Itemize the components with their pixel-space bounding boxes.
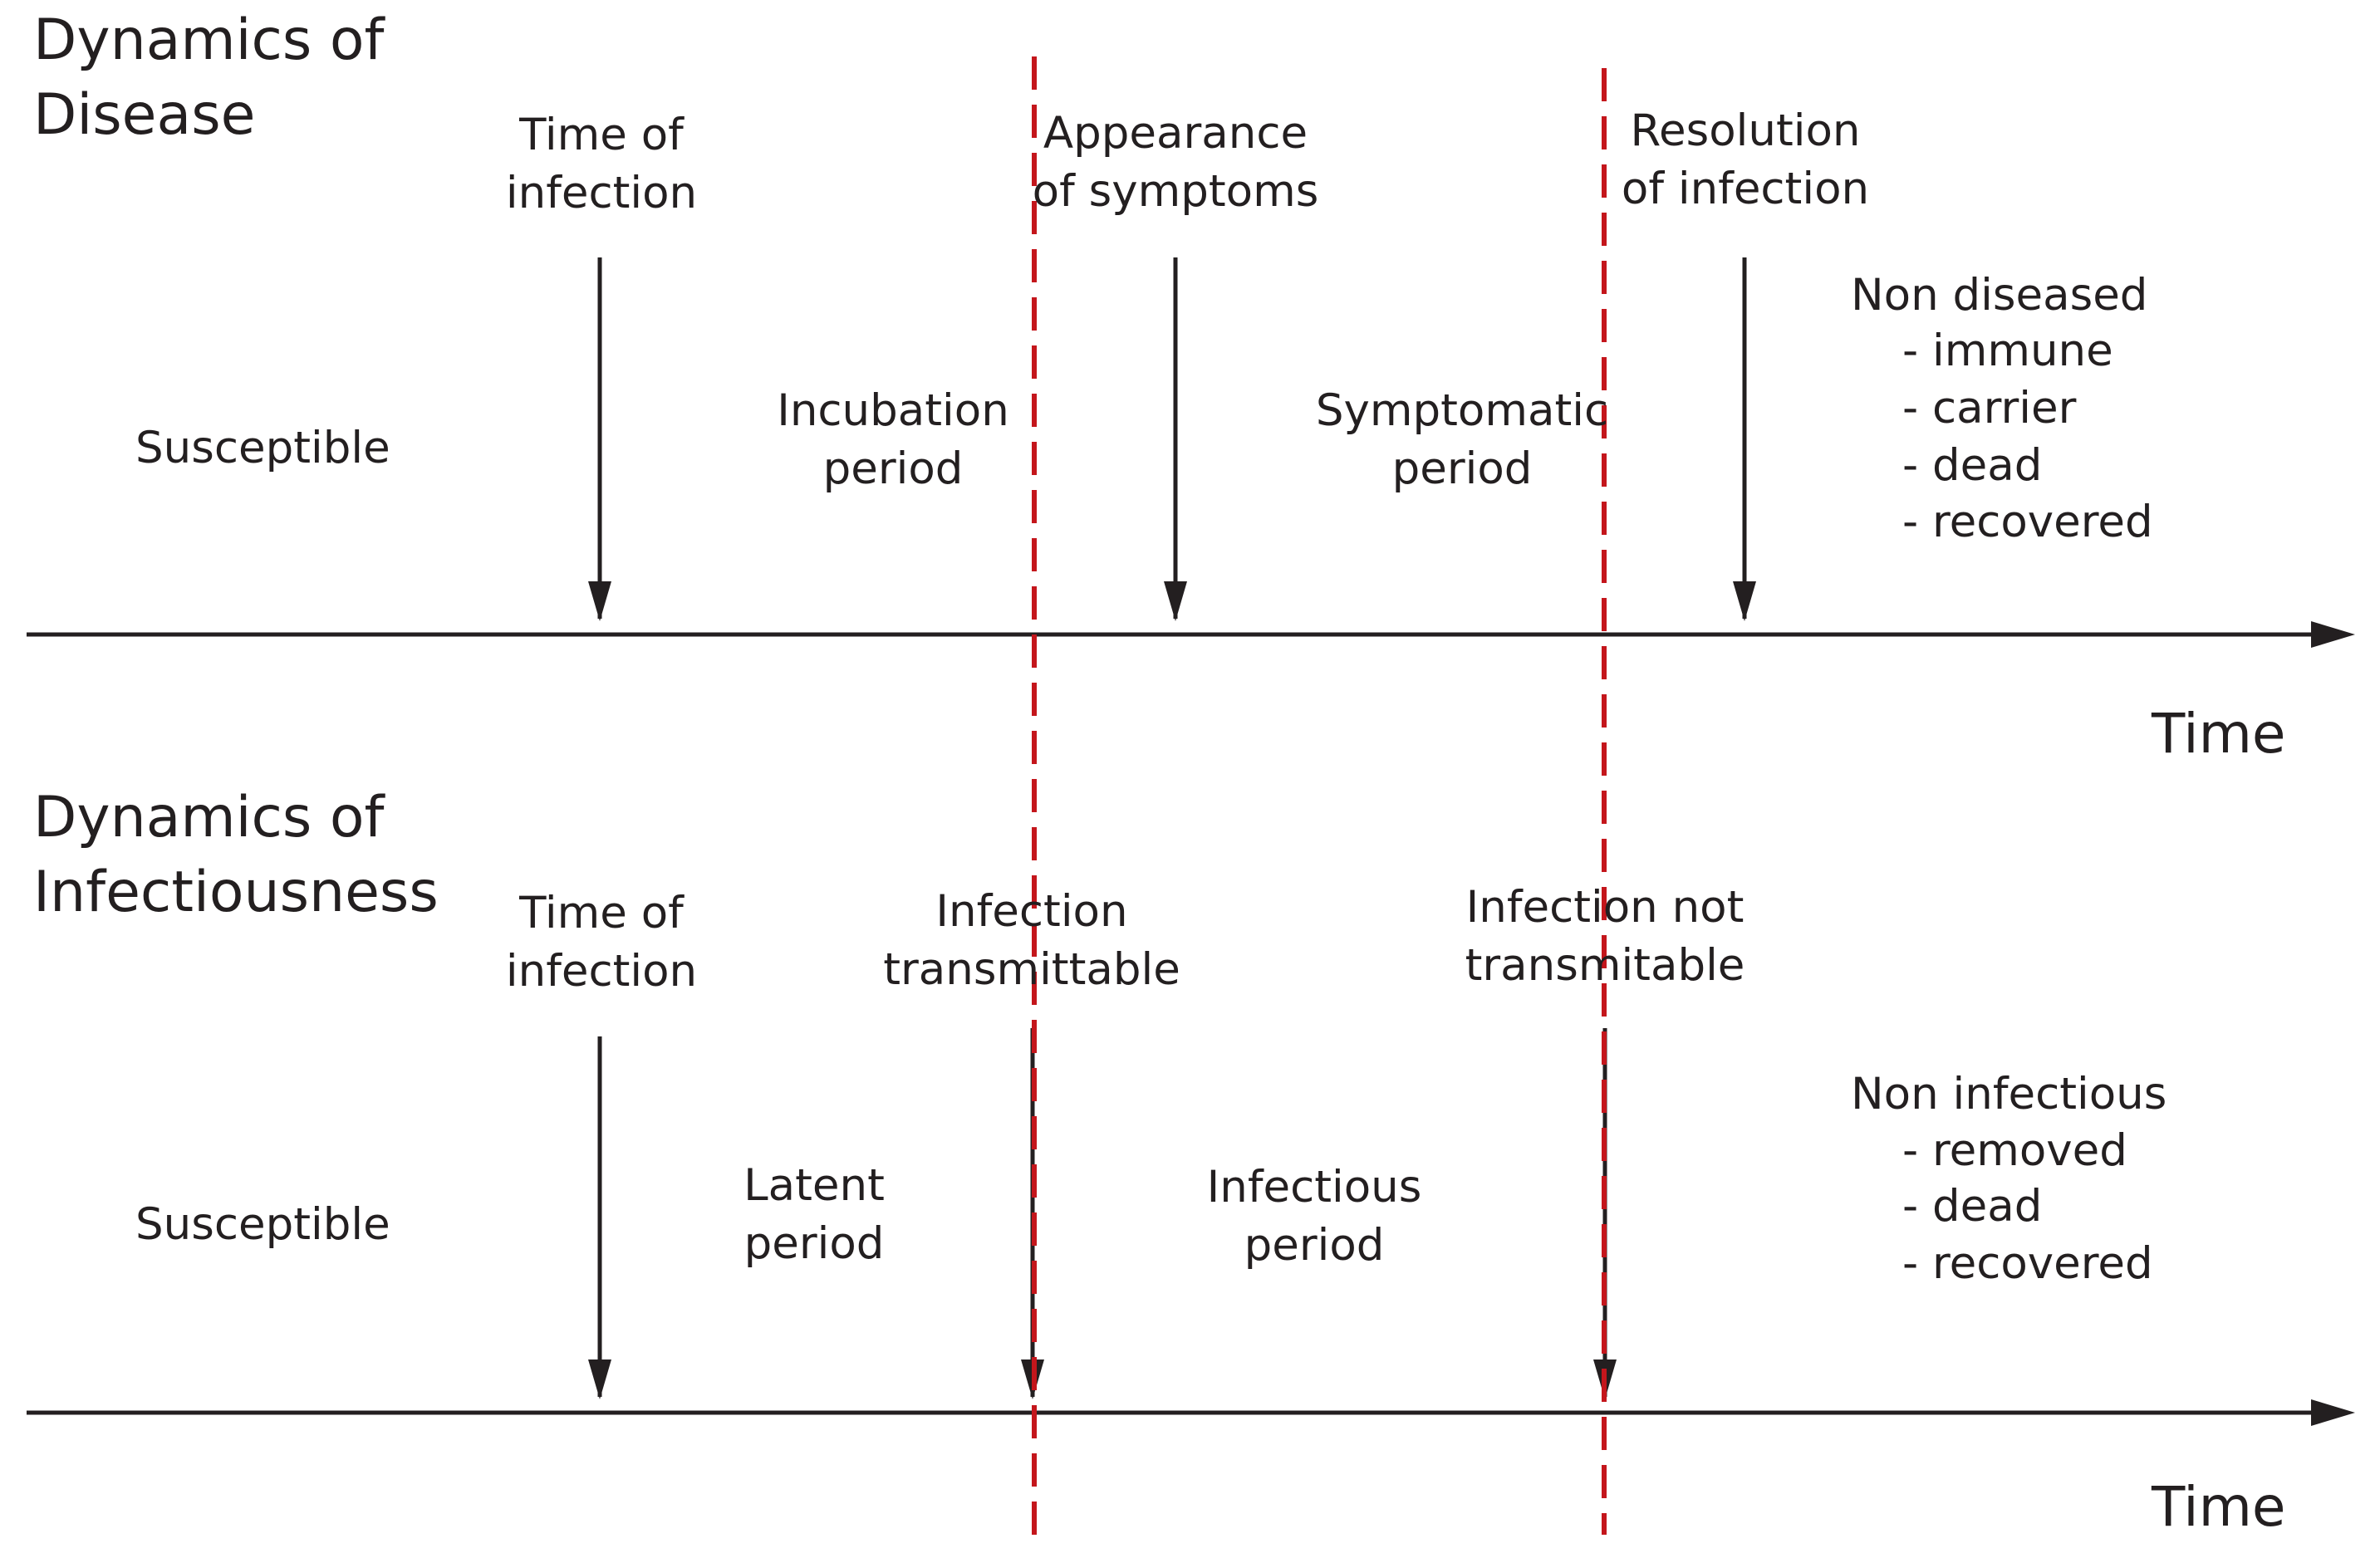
infectiousness-time-axis-arrowhead (2311, 1399, 2355, 1426)
resolution-arrowhead (1733, 581, 1756, 621)
infectiousness-infection-arrowhead (588, 1359, 611, 1399)
disease-infection-arrowhead (588, 581, 611, 621)
latent-period-label: Latent period (743, 1160, 885, 1269)
symptomatic-period-label: Symptomatic period (1315, 385, 1609, 494)
disease-time-axis-label: Time (2152, 702, 2286, 766)
infectiousness-section-title: Dynamics of Infectiousness (33, 785, 439, 925)
non-diseased-outcome-carrier: - carrier (1902, 383, 2077, 434)
infectiousness-susceptible-label: Susceptible (135, 1199, 390, 1250)
infectiousness-time-of-infection-label: Time of infection (505, 888, 698, 997)
non-diseased-outcome-dead: - dead (1902, 440, 2043, 491)
infectious-period-label: Infectious period (1206, 1162, 1422, 1271)
non-infectious-outcome-removed: - removed (1902, 1125, 2127, 1176)
incubation-period-label: Incubation period (777, 385, 1009, 494)
disease-section-title: Dynamics of Disease (33, 7, 385, 148)
appearance-of-symptoms-label: Appearance of symptoms (1032, 108, 1319, 217)
resolution-of-infection-label: Resolution of infection (1621, 105, 1870, 214)
infection-not-transmittable-label: Infection not transmitable (1465, 882, 1745, 991)
infection-transmittable-label: Infection transmittable (883, 886, 1180, 995)
non-infectious-outcome-dead: - dead (1902, 1181, 2043, 1232)
non-infectious-outcome-recovered: - recovered (1902, 1238, 2153, 1289)
non-infectious-heading: Non infectious (1851, 1069, 2167, 1119)
infectiousness-time-axis-label: Time (2152, 1475, 2286, 1539)
non-diseased-heading: Non diseased (1851, 270, 2148, 321)
disease-time-of-infection-label: Time of infection (505, 110, 698, 218)
disease-time-axis-arrowhead (2311, 621, 2355, 648)
non-diseased-outcome-recovered: - recovered (1902, 497, 2153, 547)
symptoms-onset-arrowhead (1164, 581, 1187, 621)
non-diseased-outcome-immune: - immune (1902, 326, 2113, 376)
disease-susceptible-label: Susceptible (135, 423, 390, 473)
